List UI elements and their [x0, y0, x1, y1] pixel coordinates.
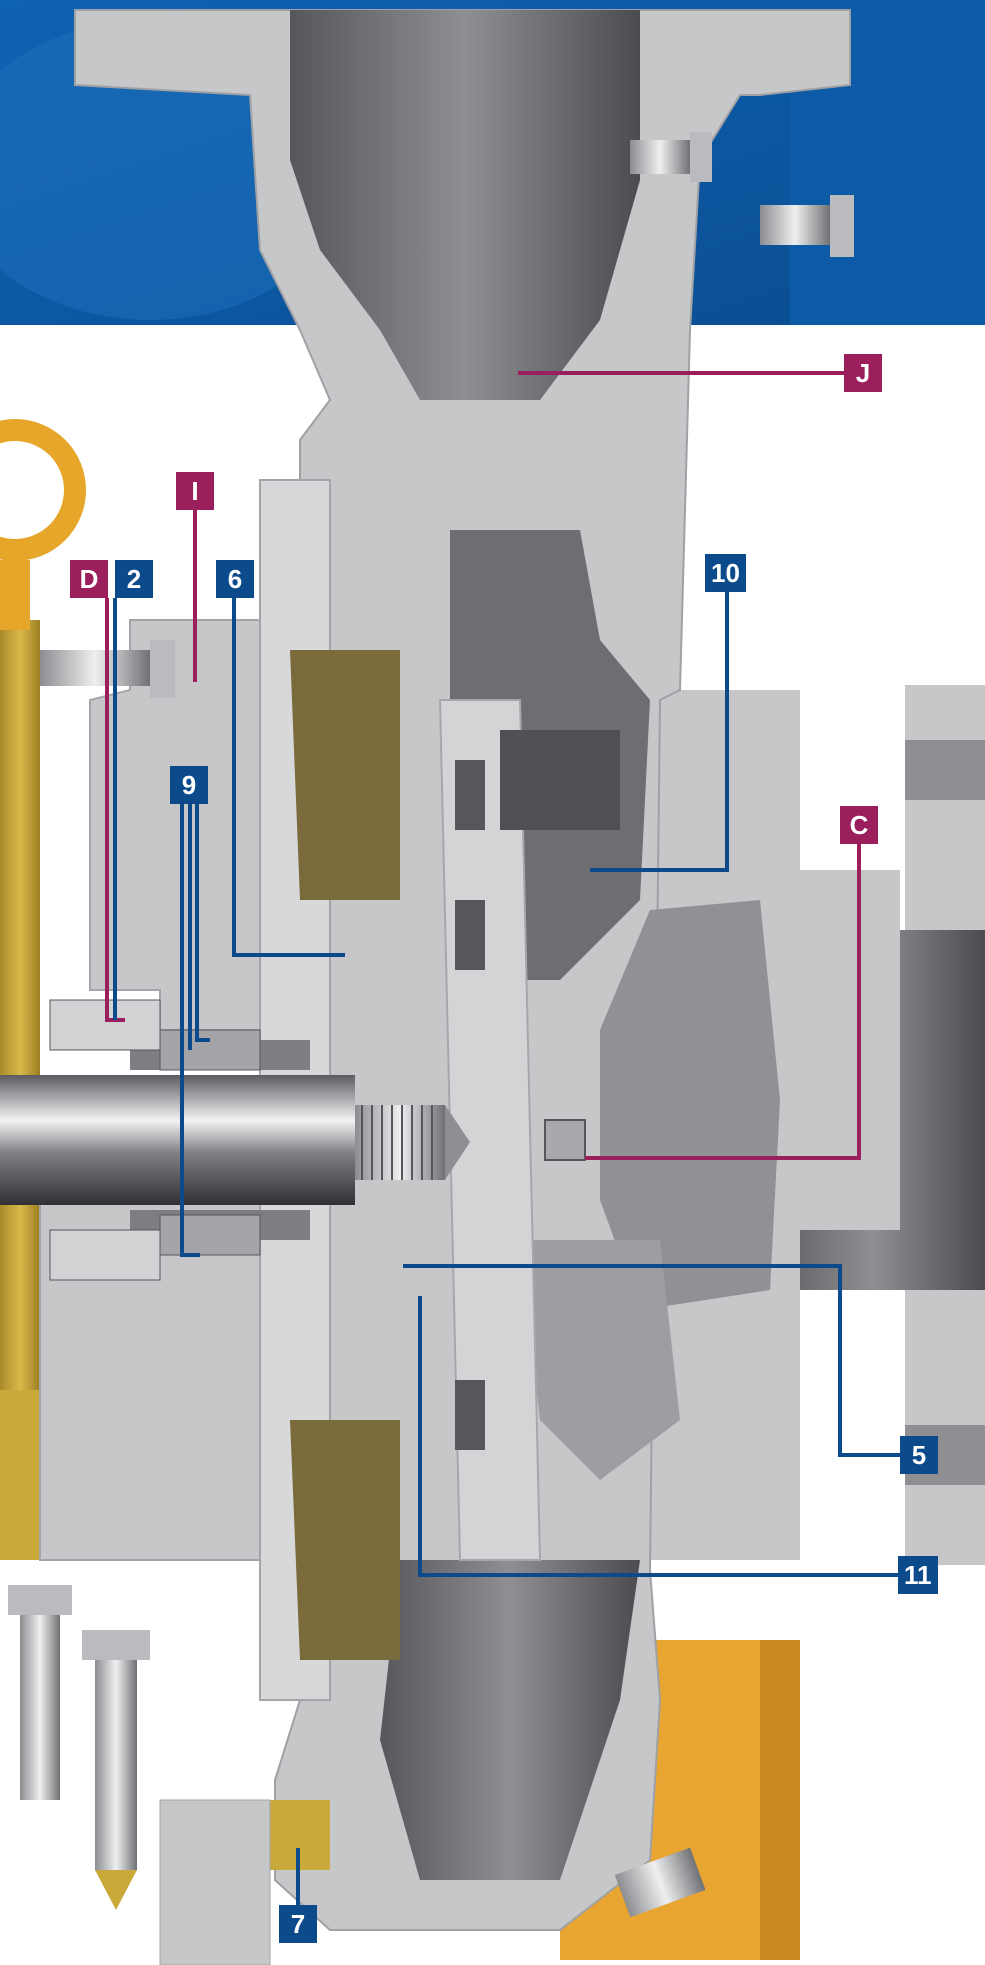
leader-C	[585, 843, 861, 1160]
callout-2: 2	[115, 560, 153, 598]
callout-6: 6	[216, 560, 254, 598]
hex-bolt-icon	[614, 1847, 706, 1918]
impeller-vane-slot-1	[455, 760, 485, 830]
casing-foot-left	[159, 1799, 271, 1965]
leader-D	[105, 598, 125, 1022]
baseplate-orange-shade	[760, 1640, 800, 1960]
impeller-vane-lower	[520, 1240, 680, 1480]
callout-11: 11	[898, 1556, 938, 1594]
impeller-vane-slot-2	[455, 900, 485, 970]
frame-block-right-shade	[905, 740, 985, 800]
shaft-threaded-end	[355, 1105, 445, 1180]
lifting-eye-icon	[0, 419, 86, 630]
seal-face-upper	[159, 1029, 261, 1071]
leader-5	[403, 1264, 900, 1457]
callout-5: 5	[900, 1436, 938, 1474]
callout-7: 7	[279, 1905, 317, 1943]
callout-9: 9	[170, 766, 208, 804]
hex-bolt-icon	[8, 1585, 72, 1800]
discharge-passage	[290, 10, 640, 400]
seal-face-lower	[159, 1214, 261, 1256]
shaft-thread-lines	[361, 1105, 433, 1180]
callout-d: D	[70, 560, 108, 598]
bracket-pocket-upper	[290, 650, 400, 900]
hex-bolt-icon	[40, 640, 175, 698]
leader-6	[232, 598, 345, 957]
leader-lines	[105, 371, 900, 1905]
leader-9c	[195, 804, 210, 1042]
leader-11	[418, 1296, 900, 1577]
seal-gland-lower	[49, 1229, 161, 1281]
hex-bolt-icon	[760, 195, 854, 257]
impeller-nut	[544, 1119, 586, 1161]
volute-passage-bottom	[380, 1560, 640, 1880]
leader-9a	[180, 804, 200, 1257]
pump-shaft	[0, 1075, 355, 1205]
callout-10: 10	[705, 554, 746, 592]
callout-c: C	[840, 806, 878, 844]
callout-j: J	[844, 354, 882, 392]
hex-bolt-icon	[630, 132, 712, 182]
shaft-tip	[445, 1105, 470, 1180]
impeller-vane-slot-4	[500, 730, 620, 830]
bracket-pocket-lower	[290, 1420, 400, 1660]
hex-bolt-icon	[82, 1630, 150, 1910]
impeller-shroud	[600, 900, 780, 1310]
leader-10	[590, 592, 729, 872]
callout-i: I	[176, 472, 214, 510]
impeller-vane-slot-3	[455, 1380, 485, 1450]
